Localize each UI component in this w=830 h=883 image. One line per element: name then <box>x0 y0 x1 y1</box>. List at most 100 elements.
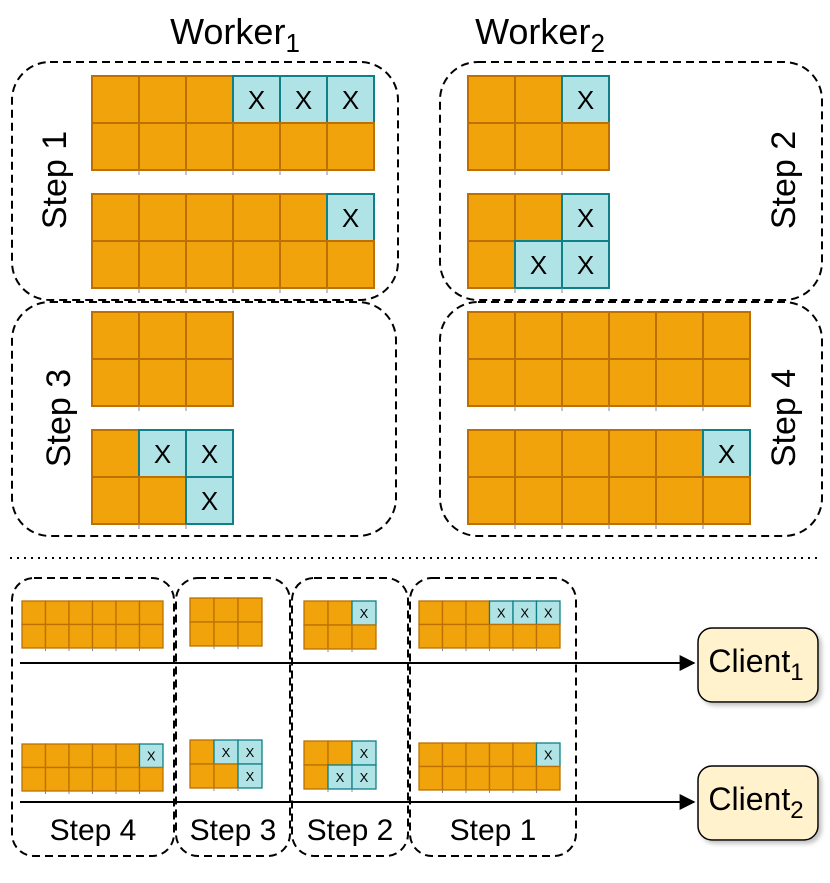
client-step-4-column <box>11 577 175 857</box>
tile <box>608 358 657 407</box>
tile <box>467 240 516 289</box>
tile <box>232 240 281 289</box>
tile <box>185 193 234 242</box>
tile <box>91 75 140 124</box>
tile <box>488 765 514 791</box>
tile <box>279 193 328 242</box>
tile <box>185 240 234 289</box>
tile <box>91 358 140 407</box>
tile-mark: X <box>530 250 547 280</box>
tile-grid-w2s4b: X <box>467 429 751 529</box>
tile <box>514 75 563 124</box>
tile <box>213 621 239 647</box>
tile <box>326 240 375 289</box>
tile-mark: X <box>246 745 255 760</box>
marked-tile <box>185 476 234 525</box>
tile <box>91 311 140 360</box>
tile <box>44 623 70 649</box>
worker-1-title: Worker1 <box>170 11 300 58</box>
tile-mark: X <box>248 85 265 115</box>
tile <box>232 193 281 242</box>
tile <box>44 743 70 769</box>
tile <box>189 739 215 765</box>
tile <box>512 742 538 768</box>
tile <box>467 193 516 242</box>
marked-tile <box>326 193 375 242</box>
tile <box>514 311 563 360</box>
tile <box>189 621 215 647</box>
tile <box>189 763 215 789</box>
tile-mark: X <box>360 770 369 785</box>
marked-tile <box>561 240 610 289</box>
tile <box>418 765 444 791</box>
tile <box>138 766 164 792</box>
tile-mark: X <box>718 439 735 469</box>
tile <box>418 600 444 626</box>
tile <box>535 623 561 649</box>
tile-mark: X <box>577 250 594 280</box>
tile <box>213 597 239 623</box>
tile <box>68 743 94 769</box>
client-step-2-label: Step 2 <box>307 814 394 847</box>
tile <box>115 743 141 769</box>
tile <box>467 75 516 124</box>
tile <box>21 600 47 626</box>
tile <box>138 75 187 124</box>
tile <box>138 476 187 525</box>
tile <box>138 122 187 171</box>
marked-tile <box>138 429 187 478</box>
tile <box>655 476 704 525</box>
marked-tile <box>237 763 263 789</box>
tile <box>561 358 610 407</box>
tile <box>418 742 444 768</box>
tile <box>185 75 234 124</box>
tile <box>327 600 353 626</box>
tile-mark: X <box>154 439 171 469</box>
marked-tile <box>279 75 328 124</box>
tile <box>441 623 467 649</box>
tile-mark: X <box>201 486 218 516</box>
client-1-label: Client1 <box>708 643 803 686</box>
tile-mark: X <box>544 747 553 762</box>
tile-mark: X <box>497 605 506 620</box>
tile <box>68 623 94 649</box>
tile <box>115 623 141 649</box>
tile-mark: X <box>577 85 594 115</box>
tile <box>351 624 377 650</box>
tile <box>514 193 563 242</box>
tile <box>514 358 563 407</box>
step-1-box <box>11 61 399 301</box>
tile-mark: X <box>520 605 529 620</box>
tile <box>488 742 514 768</box>
tile <box>441 600 467 626</box>
tile <box>185 122 234 171</box>
tile <box>655 429 704 478</box>
tile-grid-w1s1b: X <box>91 193 375 293</box>
tile <box>514 122 563 171</box>
tile <box>512 765 538 791</box>
tile <box>237 597 263 623</box>
tile <box>561 311 610 360</box>
tile <box>91 476 140 525</box>
tile <box>467 358 516 407</box>
client-1-node: Client1 <box>697 627 819 703</box>
marked-tile <box>326 75 375 124</box>
tile <box>303 764 329 790</box>
tile <box>279 240 328 289</box>
tile <box>561 429 610 478</box>
tile <box>467 429 516 478</box>
worker-2-title: Worker2 <box>475 11 605 58</box>
tile <box>655 358 704 407</box>
tile-grid-c1s3 <box>189 597 263 649</box>
tile <box>441 742 467 768</box>
tile <box>68 766 94 792</box>
marked-tile <box>351 764 377 790</box>
step-4-box <box>439 301 823 537</box>
tile <box>465 742 491 768</box>
tile <box>326 122 375 171</box>
tile <box>21 743 47 769</box>
tile <box>535 765 561 791</box>
